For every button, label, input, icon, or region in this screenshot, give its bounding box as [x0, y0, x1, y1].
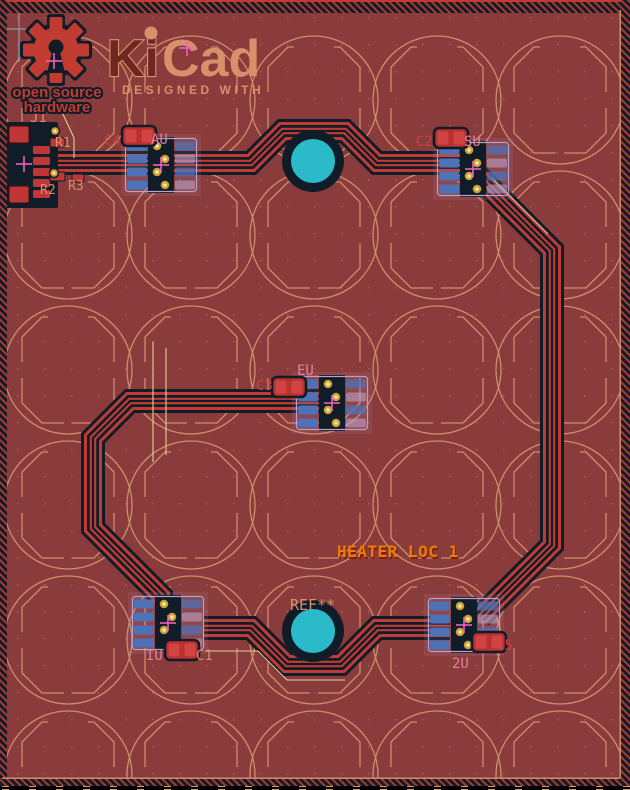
ruler-ticks: [0, 786, 630, 790]
ref-label-c3[interactable]: C3: [256, 378, 273, 394]
oshw-label-line1: open source: [12, 84, 101, 101]
ref-label-u3[interactable]: EU: [297, 363, 314, 379]
selection-cross-marker: [16, 156, 32, 172]
kicad-logo-cad: Cad: [162, 30, 260, 88]
selection-cross-marker: [46, 53, 62, 69]
kicad-logo-ki: Ki: [107, 30, 159, 88]
hole-bottom-bore: [291, 609, 335, 653]
j1-connector[interactable]: [6, 122, 85, 208]
ref-label-u5[interactable]: 2U: [452, 656, 469, 672]
capacitor-c3[interactable]: [270, 375, 308, 399]
kicad-i-dot: [144, 26, 158, 40]
capacitor-c2[interactable]: [432, 126, 470, 150]
ref-label-r3[interactable]: R3: [68, 179, 84, 194]
silkscreen-logo-block: open source hardware Ki Cad DESIGNED WIT…: [10, 14, 264, 118]
oshw-gear-icon: [20, 14, 92, 86]
ref-label-r2[interactable]: R2: [40, 183, 56, 198]
designed-with-label: DESIGNED WITH: [122, 83, 264, 97]
oshw-label-line2: hardware: [24, 99, 91, 116]
ref-label-u1[interactable]: IU: [146, 648, 163, 664]
ref-label-u4[interactable]: AU: [151, 132, 168, 148]
gear-keyhole-circle: [48, 39, 64, 55]
ref-label-c1[interactable]: C1: [196, 648, 213, 664]
trace-bundle-right: [461, 159, 564, 626]
mounting-hole-top[interactable]: [282, 130, 344, 192]
heater-loc-label[interactable]: HEATER LOC 1: [337, 542, 459, 561]
ref-label-u2[interactable]: SU: [464, 134, 481, 150]
ref-label-r1[interactable]: R1: [55, 136, 71, 151]
edge-silk-line-right: [619, 10, 621, 778]
ref-label-bottom[interactable]: REF**: [290, 596, 335, 614]
capacitor-c1[interactable]: [163, 638, 201, 662]
j1-pin-pads: [33, 146, 50, 198]
kicad-logo: Ki Cad: [106, 26, 260, 89]
ref-label-c5[interactable]: C5: [496, 638, 513, 654]
ref-label-c4[interactable]: C4: [104, 133, 121, 149]
mounting-hole-bottom[interactable]: [282, 600, 344, 662]
ref-label-c2[interactable]: C2: [416, 134, 433, 150]
trace-bundle-bottom: [204, 616, 450, 676]
edge-silk-line-bottom: [2, 777, 620, 779]
selection-cross-marker: [179, 40, 195, 56]
hole-top-bore: [291, 139, 335, 183]
ref-label-j1[interactable]: J1: [30, 110, 47, 126]
